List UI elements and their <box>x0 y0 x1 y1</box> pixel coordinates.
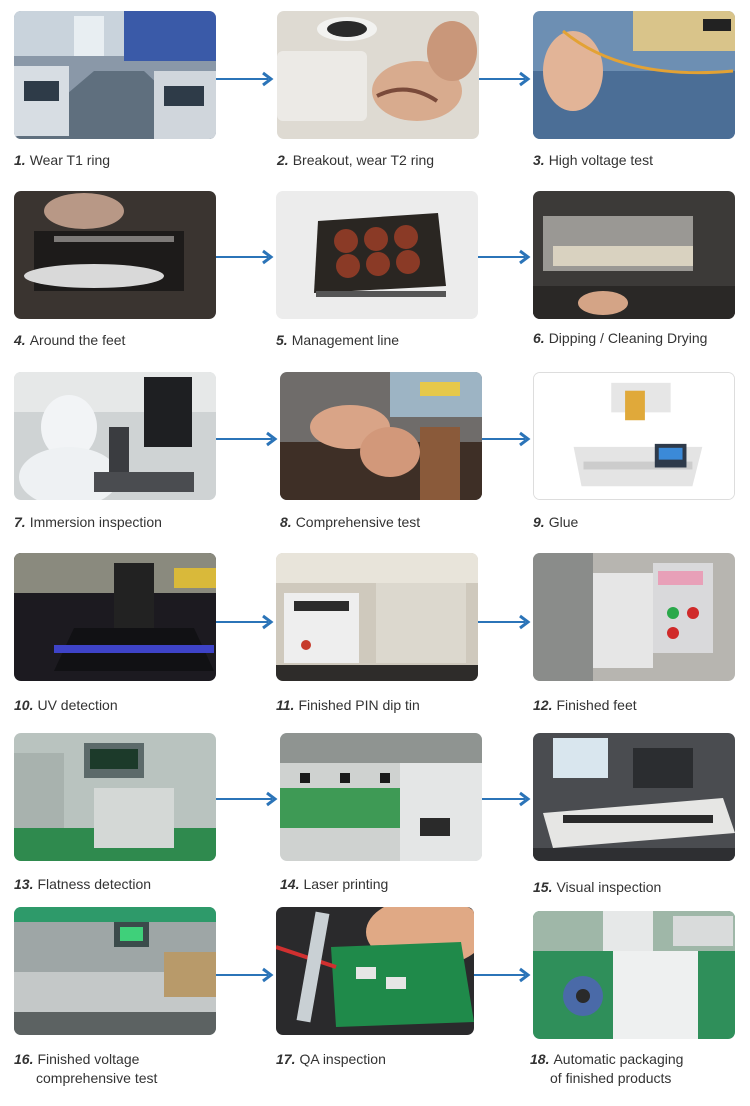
step-13-number: 13. <box>14 876 34 892</box>
step-17-caption: 17.QA inspection <box>276 1050 386 1069</box>
step-4-label: Around the feet <box>29 332 126 348</box>
arrow-connector-7-8 <box>216 431 280 447</box>
step-18-photo <box>533 911 735 1039</box>
step-2-caption: 2.Breakout, wear T2 ring <box>277 151 434 170</box>
arrow-connector-11-12 <box>478 614 533 630</box>
step-3-number: 3. <box>533 152 545 168</box>
step-7-number: 7. <box>14 514 26 530</box>
step-18-number: 18. <box>530 1051 550 1067</box>
step-16-label: Finished voltage <box>37 1051 140 1067</box>
step-8-caption: 8.Comprehensive test <box>280 513 420 532</box>
arrow-connector-4-5 <box>216 249 276 265</box>
step-2-label: Breakout, wear T2 ring <box>292 152 435 168</box>
step-13-photo <box>14 733 216 861</box>
step-16-label-line2: comprehensive test <box>36 1070 158 1086</box>
step-7-photo <box>14 372 216 500</box>
step-16-caption: 16.Finished voltage comprehensive test <box>14 1050 157 1088</box>
step-12-caption: 12.Finished feet <box>533 696 637 715</box>
step-9-caption: 9.Glue <box>533 513 578 532</box>
step-11-label: Finished PIN dip tin <box>298 697 420 713</box>
step-10-label: UV detection <box>37 697 118 713</box>
arrow-connector-1-2 <box>216 71 276 87</box>
step-16-number: 16. <box>14 1051 34 1067</box>
step-3-label: High voltage test <box>548 152 653 168</box>
step-2-number: 2. <box>277 152 289 168</box>
step-9-photo <box>533 372 735 500</box>
step-12-label: Finished feet <box>556 697 637 713</box>
step-12-number: 12. <box>533 697 553 713</box>
step-15-label: Visual inspection <box>556 879 662 895</box>
step-5-label: Management line <box>291 332 400 348</box>
step-15-caption: 15.Visual inspection <box>533 878 661 897</box>
step-3-photo <box>533 11 735 139</box>
arrow-connector-16-17 <box>216 967 276 983</box>
step-4-caption: 4.Around the feet <box>14 331 125 350</box>
step-12-photo <box>533 553 735 681</box>
step-1-caption: 1.Wear T1 ring <box>14 151 110 170</box>
step-18-caption: 18.Automatic packaging of finished produc… <box>530 1050 683 1088</box>
step-9-number: 9. <box>533 514 545 530</box>
arrow-connector-14-15 <box>482 791 533 807</box>
step-7-label: Immersion inspection <box>29 514 162 530</box>
step-13-label: Flatness detection <box>37 876 152 892</box>
step-1-number: 1. <box>14 152 26 168</box>
step-6-caption: 6.Dipping / Cleaning Drying <box>533 329 707 348</box>
step-11-number: 11. <box>276 697 295 713</box>
step-5-photo <box>276 191 478 319</box>
step-8-label: Comprehensive test <box>295 514 421 530</box>
step-4-photo <box>14 191 216 319</box>
step-2-photo <box>277 11 479 139</box>
step-11-photo <box>276 553 478 681</box>
step-14-number: 14. <box>280 876 300 892</box>
step-13-caption: 13.Flatness detection <box>14 875 151 894</box>
step-10-caption: 10.UV detection <box>14 696 118 715</box>
step-1-photo <box>14 11 216 139</box>
step-6-photo <box>533 191 735 319</box>
step-7-caption: 7.Immersion inspection <box>14 513 162 532</box>
step-14-caption: 14.Laser printing <box>280 875 388 894</box>
step-6-number: 6. <box>533 330 545 346</box>
arrow-connector-2-3 <box>479 71 533 87</box>
step-8-photo <box>280 372 482 500</box>
step-16-photo <box>14 907 216 1035</box>
step-6-label: Dipping / Cleaning Drying <box>548 330 708 346</box>
step-17-photo <box>276 907 474 1035</box>
step-9-label: Glue <box>548 514 579 530</box>
step-17-number: 17. <box>276 1051 296 1067</box>
step-10-number: 10. <box>14 697 34 713</box>
step-14-photo <box>280 733 482 861</box>
arrow-connector-10-11 <box>216 614 276 630</box>
step-4-number: 4. <box>14 332 26 348</box>
step-5-number: 5. <box>276 332 288 348</box>
step-15-number: 15. <box>533 879 553 895</box>
step-18-label: Automatic packaging <box>553 1051 684 1067</box>
arrow-connector-8-9 <box>482 431 533 447</box>
step-5-caption: 5.Management line <box>276 331 399 350</box>
step-8-number: 8. <box>280 514 292 530</box>
step-10-photo <box>14 553 216 681</box>
step-3-caption: 3.High voltage test <box>533 151 653 170</box>
step-14-label: Laser printing <box>303 876 389 892</box>
step-15-photo <box>533 733 735 861</box>
arrow-connector-13-14 <box>216 791 280 807</box>
step-1-label: Wear T1 ring <box>29 152 111 168</box>
step-18-label-line2: of finished products <box>550 1070 672 1086</box>
step-17-label: QA inspection <box>299 1051 386 1067</box>
arrow-connector-5-6 <box>478 249 533 265</box>
step-11-caption: 11.Finished PIN dip tin <box>276 696 420 715</box>
arrow-connector-17-18 <box>474 967 533 983</box>
